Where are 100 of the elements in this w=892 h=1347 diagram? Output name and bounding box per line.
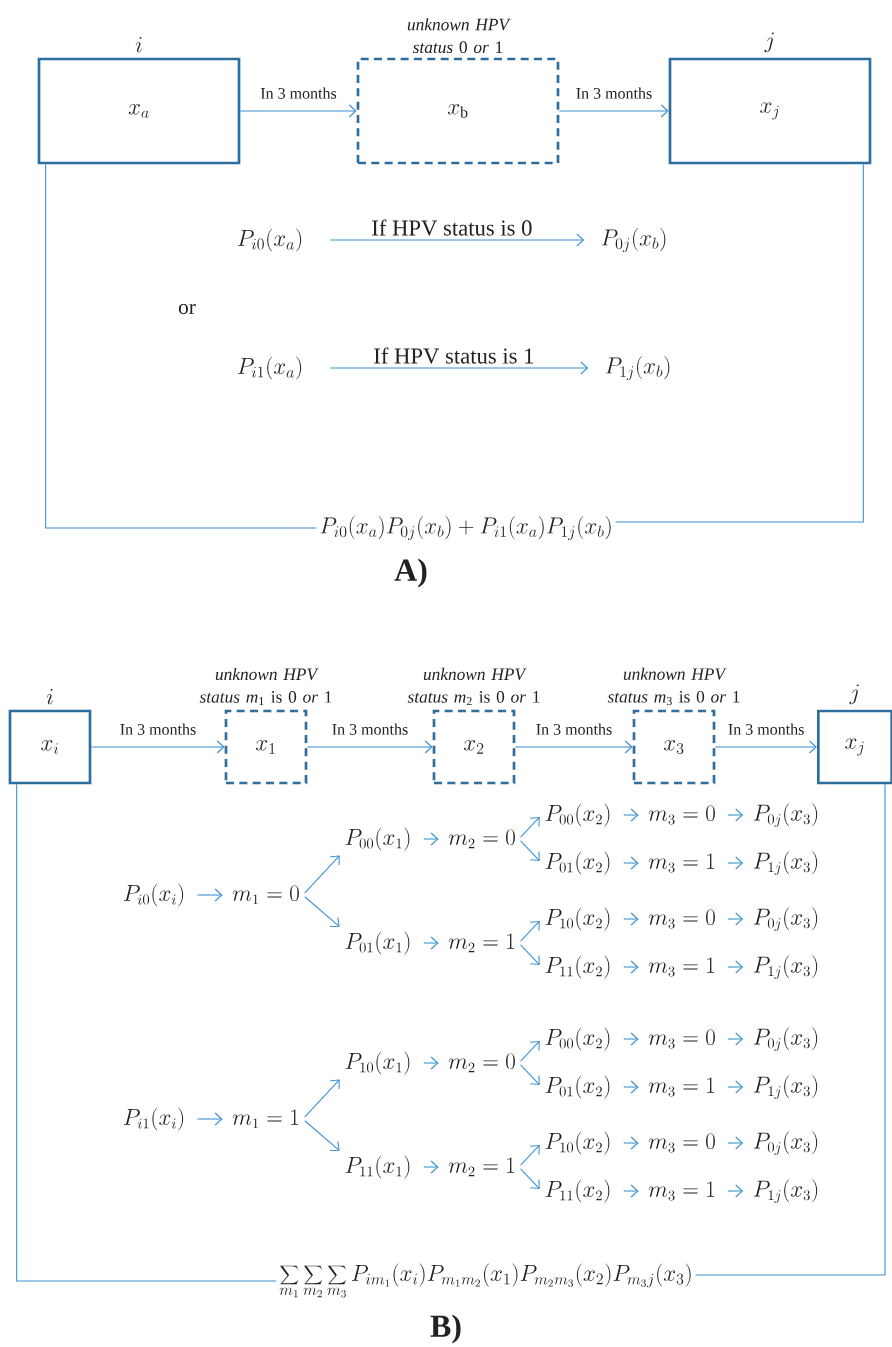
arrow: [623, 912, 639, 926]
connector-line: [16, 783, 277, 1282]
edge-label: In 3 months: [726, 722, 806, 737]
formula: $P_{1j}(x_b)$: [605, 356, 670, 381]
box-heading: unknown HPV status m$_{3}$ is 0 or 1: [607, 667, 740, 706]
arrow: [520, 1064, 540, 1086]
formula: $P_{01}(x_2)$: [545, 851, 610, 875]
formula: $P_{1j}(x_3)$: [753, 1075, 818, 1099]
arrow: [623, 1032, 639, 1046]
formula: $P_{1j}(x_3)$: [753, 955, 818, 979]
state-box: $x_\mathrm{b}$: [356, 57, 560, 165]
formula: $P_{11}(x_2)$: [545, 1179, 610, 1203]
box-heading: $i$: [135, 36, 142, 53]
box-heading: unknown HPV status 0 or 1: [407, 18, 511, 54]
formula: $m_2=1$: [448, 1157, 515, 1177]
edge-label: If HPV status is 1: [371, 346, 536, 366]
formula: $P_{i1}(x_i)$: [123, 1107, 184, 1131]
connector-line: [695, 783, 886, 1276]
formula: $P_{i1}(x_a)$: [237, 356, 302, 380]
formula: $P_{00}(x_1)$: [345, 827, 410, 851]
arrow: [423, 832, 439, 846]
formula: $P_{00}(x_2)$: [545, 1027, 610, 1051]
formula: $P_{00}(x_2)$: [545, 803, 610, 827]
box-heading: $j$: [849, 684, 859, 705]
state-box: $x_1$: [224, 709, 308, 785]
formula: $P_{i0}(x_a)P_{0j}(x_b) + P_{i1}(x_a)P_{1j}(x_b)$: [320, 516, 611, 541]
formula: $P_{10}(x_2)$: [545, 907, 610, 931]
arrow: [520, 1144, 540, 1166]
arrow: [514, 740, 633, 754]
panel-label: A): [394, 558, 427, 588]
formula: $m_3=0$: [648, 805, 715, 825]
formula: $P_{0j}(x_3)$: [753, 1027, 818, 1051]
arrow: [727, 1136, 744, 1150]
arrow: [623, 808, 639, 822]
arrow: [727, 912, 744, 926]
state-box: $x_2$: [432, 709, 516, 785]
arrow: [423, 1160, 439, 1174]
formula: $m_3=0$: [648, 1133, 715, 1153]
arrow: [558, 104, 669, 118]
formula: $m_2=0$: [448, 1053, 515, 1073]
formula: $P_{0j}(x_3)$: [753, 1131, 818, 1155]
state-box: $x_3$: [632, 709, 716, 785]
arrow: [520, 1040, 540, 1062]
edge-label: In 3 months: [118, 722, 198, 737]
arrow: [304, 1079, 340, 1118]
arrow: [727, 856, 744, 870]
state-box: $x_j$: [817, 709, 892, 785]
formula: $P_{11}(x_1)$: [345, 1155, 410, 1179]
arrow: [306, 740, 433, 754]
arrow: [727, 1184, 744, 1198]
formula: $P_{1j}(x_3)$: [753, 1179, 818, 1203]
edge-label: In 3 months: [330, 722, 410, 737]
edge-label: In 3 months: [534, 722, 614, 737]
formula: $m_3=1$: [648, 853, 715, 873]
formula: $m_3=0$: [648, 1029, 715, 1049]
box-heading: $j$: [764, 32, 774, 53]
arrow: [239, 104, 357, 118]
formula: $P_{01}(x_1)$: [345, 931, 410, 955]
box-heading: $i$: [46, 688, 53, 705]
state-box: $x_a$: [37, 57, 241, 165]
arrow: [304, 855, 340, 894]
arrow: [196, 888, 223, 902]
arrow: [714, 740, 817, 754]
arrow: [423, 1056, 439, 1070]
arrow: [423, 936, 439, 950]
arrow: [623, 1080, 639, 1094]
formula: $P_{01}(x_2)$: [545, 1075, 610, 1099]
formula: $m_3=1$: [648, 1181, 715, 1201]
arrow: [623, 856, 639, 870]
arrow: [727, 1032, 744, 1046]
arrow: [304, 1120, 340, 1152]
connector-line: [45, 163, 317, 529]
formula: $m_3=1$: [648, 1077, 715, 1097]
arrow: [520, 944, 540, 966]
arrow: [623, 1184, 639, 1198]
formula: $P_{0j}(x_b)$: [601, 228, 666, 253]
formula: $m_1=0$: [232, 885, 299, 905]
formula: $m_3=0$: [648, 909, 715, 929]
panel-label: B): [430, 1314, 461, 1344]
arrow: [520, 1168, 540, 1190]
formula: $m_2=0$: [448, 829, 515, 849]
arrow: [520, 816, 540, 838]
arrow: [520, 840, 540, 862]
formula: $m_1=1$: [232, 1109, 299, 1129]
arrow: [329, 233, 585, 247]
box-heading: unknown HPV status m$_{2}$ is 0 or 1: [407, 667, 540, 706]
formula: $P_{i0}(x_i)$: [123, 883, 184, 907]
formula: $P_{10}(x_2)$: [545, 1131, 610, 1155]
edge-label: If HPV status is 0: [369, 218, 534, 238]
edge-label: In 3 months: [258, 86, 339, 101]
formula: $P_{0j}(x_3)$: [753, 907, 818, 931]
arrow: [90, 740, 225, 754]
formula: $P_{1j}(x_3)$: [753, 851, 818, 875]
formula: $\sum_{m_1}\sum_{m_2}\sum_{m_3}P_{im_1}(x_i)P_{m_1m_2}(x_1)P_{m_2m_3}(x_2)P_{m_3j}(x_3)$: [279, 1263, 691, 1298]
formula: $P_{10}(x_1)$: [345, 1051, 410, 1075]
connector-line: [615, 163, 864, 523]
formula: $P_{11}(x_2)$: [545, 955, 610, 979]
arrow: [727, 1080, 744, 1094]
arrow: [623, 1136, 639, 1150]
formula: $m_2=1$: [448, 933, 515, 953]
